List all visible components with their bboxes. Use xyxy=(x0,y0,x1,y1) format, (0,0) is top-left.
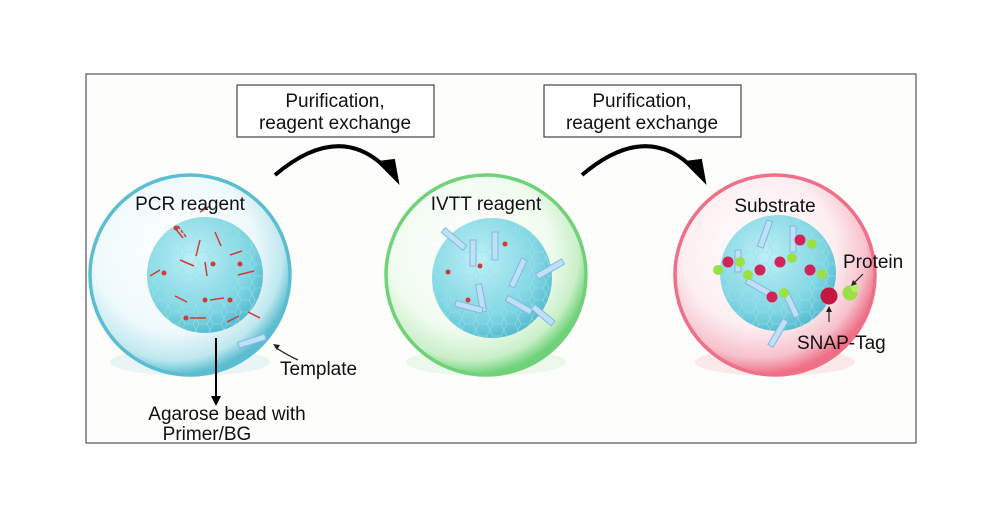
snap-tag-highlight xyxy=(820,284,859,305)
droplet-ivtt: IVTT reagent xyxy=(384,173,588,377)
template-dna xyxy=(237,333,267,349)
droplet-title-ivtt: IVTT reagent xyxy=(431,194,542,215)
step-box-1: Purification, reagent exchange xyxy=(236,84,435,138)
protein-label: Protein xyxy=(843,252,903,273)
dna-strands xyxy=(440,226,566,327)
bead-label-line2: Primer/BG xyxy=(163,424,252,445)
bead-label-line1: Agarose bead with xyxy=(148,404,305,425)
droplet-title-substrate: Substrate xyxy=(734,196,815,217)
snap-tag-label: SNAP-Tag xyxy=(797,333,886,354)
step-2-label-line2: reagent exchange xyxy=(566,113,718,134)
droplet-title-pcr: PCR reagent xyxy=(135,194,246,215)
droplet-pcr: PCR reagent Template Agarose bead with P… xyxy=(88,173,357,445)
snap-protein-pairs xyxy=(713,234,827,303)
template-label: Template xyxy=(280,359,357,380)
step-1-label-line2: reagent exchange xyxy=(259,113,411,134)
step-box-2: Purification, reagent exchange xyxy=(543,84,742,138)
step-2-label-line1: Purification, xyxy=(592,91,691,112)
step-1-label-line1: Purification, xyxy=(285,91,384,112)
curved-arrow-1 xyxy=(273,144,400,185)
droplet-substrate: Substrate Protein SNAP-Tag xyxy=(673,173,903,377)
curved-arrow-2 xyxy=(580,144,707,185)
primer-strands xyxy=(149,205,261,323)
